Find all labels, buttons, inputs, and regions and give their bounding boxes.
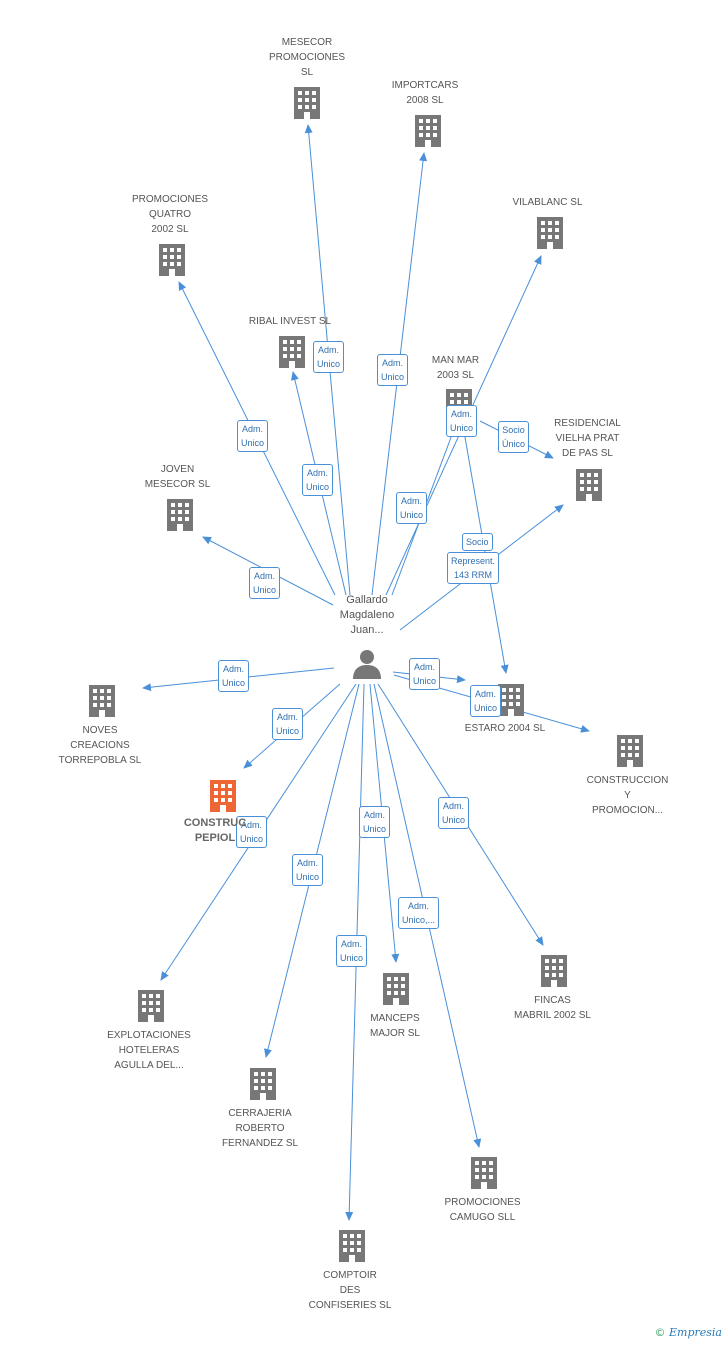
edge-label-joven[interactable]: Adm. Unico — [249, 567, 281, 599]
building-icon-noves[interactable] — [89, 685, 115, 717]
building-icon-ribal[interactable] — [279, 336, 305, 368]
edge-label-noves[interactable]: Adm. Unico — [218, 660, 250, 692]
company-label-importcars[interactable]: IMPORTCARS 2008 SL — [391, 80, 459, 106]
company-label-mesecor[interactable]: MESECOR PROMOCIONES SL — [268, 37, 346, 78]
company-label-joven[interactable]: JOVEN MESECOR SL — [144, 464, 211, 490]
edge-label-estaro_rep[interactable]: Represent. 143 RRM — [447, 552, 500, 584]
edge-label-estaro[interactable]: Adm. Unico — [409, 658, 441, 690]
company-label-construccion[interactable]: CONSTRUCCION Y PROMOCION... — [586, 775, 669, 816]
building-icon-importcars[interactable] — [415, 115, 441, 147]
edge-label-cerrajeria[interactable]: Adm. Unico — [292, 854, 324, 886]
company-label-manmar[interactable]: MAN MAR 2003 SL — [431, 355, 480, 381]
building-icon-explotaciones[interactable] — [138, 990, 164, 1022]
company-label-comptoir[interactable]: COMPTOIR DES CONFISERIES SL — [308, 1270, 392, 1311]
edge-label-construccion[interactable]: Adm. Unico — [470, 685, 502, 717]
edge-label-ribal[interactable]: Adm. Unico — [302, 464, 334, 496]
company-label-pepiol[interactable]: CONSTRUC PEPIOL — [183, 817, 247, 844]
edge-label-mesecor[interactable]: Adm. Unico — [313, 341, 345, 373]
edge-label-fincas[interactable]: Adm. Unico — [438, 797, 470, 829]
company-label-estaro[interactable]: ESTARO 2004 SL — [464, 723, 546, 734]
building-icon-joven[interactable] — [167, 499, 193, 531]
company-label-ribal[interactable]: RIBAL INVEST SL — [248, 316, 332, 327]
edge-label-vilablanc[interactable]: Adm. Unico — [396, 492, 428, 524]
edge-label-comptoir[interactable]: Adm. Unico — [336, 935, 368, 967]
building-icon-mesecor[interactable] — [294, 87, 320, 119]
edge-label-pepiol[interactable]: Adm. Unico — [272, 708, 304, 740]
edge-label-camugo[interactable]: Adm. Unico,... — [398, 897, 440, 929]
copyright-symbol: © — [654, 1326, 666, 1339]
person-name[interactable]: Gallardo Magdaleno Juan... — [339, 594, 395, 636]
edge-label-residencial[interactable]: Socio Único — [498, 421, 530, 453]
edge-label-manmar[interactable]: Adm. Unico — [446, 405, 478, 437]
company-label-vilablanc[interactable]: VILABLANC SL — [512, 197, 583, 208]
person-icon[interactable] — [352, 648, 382, 680]
company-label-cerrajeria[interactable]: CERRAJERIA ROBERTO FERNANDEZ SL — [221, 1108, 299, 1149]
building-icon-cerrajeria[interactable] — [250, 1068, 276, 1100]
edge-label-manceps[interactable]: Adm. Unico — [359, 806, 391, 838]
brand-name: Empresia — [669, 1326, 722, 1339]
building-icon-fincas[interactable] — [541, 955, 567, 987]
company-label-noves[interactable]: NOVES CREACIONS TORREPOBLA SL — [58, 725, 142, 766]
building-icon-vilablanc[interactable] — [537, 217, 563, 249]
building-icon-pepiol[interactable] — [210, 780, 236, 812]
watermark: © Empresia — [655, 1326, 723, 1339]
building-icon-quatro[interactable] — [159, 244, 185, 276]
company-label-quatro[interactable]: PROMOCIONES QUATRO 2002 SL — [131, 194, 209, 235]
edge-label-explotaciones[interactable]: Adm. Unico — [236, 816, 268, 848]
building-icon-camugo[interactable] — [471, 1157, 497, 1189]
edge-label-quatro[interactable]: Adm. Unico — [237, 420, 269, 452]
company-label-camugo[interactable]: PROMOCIONES CAMUGO SLL — [444, 1197, 521, 1223]
company-label-residencial[interactable]: RESIDENCIAL VIELHA PRAT DE PAS SL — [554, 418, 621, 459]
edge-label-residencial2[interactable]: Socio — [462, 533, 493, 551]
building-icon-comptoir[interactable] — [339, 1230, 365, 1262]
company-label-fincas[interactable]: FINCAS MABRIL 2002 SL — [514, 995, 591, 1021]
building-icon-residencial[interactable] — [576, 469, 602, 501]
company-label-explotaciones[interactable]: EXPLOTACIONES HOTELERAS AGULLA DEL... — [107, 1030, 191, 1071]
building-icon-manceps[interactable] — [383, 973, 409, 1005]
building-icon-estaro[interactable] — [498, 684, 524, 716]
company-label-manceps[interactable]: MANCEPS MAJOR SL — [369, 1013, 420, 1039]
building-icon-construccion[interactable] — [617, 735, 643, 767]
edge-label-importcars[interactable]: Adm. Unico — [377, 354, 409, 386]
